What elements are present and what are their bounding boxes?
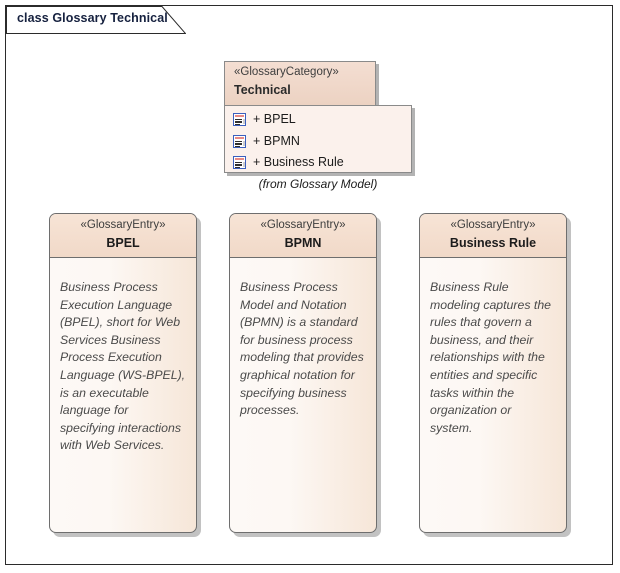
document-list-icon (233, 134, 246, 148)
class-box[interactable]: «GlossaryEntry» BPMN Business Process Mo… (229, 213, 377, 533)
package-body: + BPEL + BPMN + Business Rule (224, 105, 412, 173)
class-body: Business Process Model and Notation (BPM… (230, 258, 376, 430)
package-item-label: + BPMN (253, 134, 300, 148)
package-item-bpmn[interactable]: + BPMN (233, 130, 300, 152)
class-header: «GlossaryEntry» Business Rule (420, 214, 566, 258)
diagram-frame-tab: class Glossary Technical (6, 6, 186, 34)
class-description: Business Rule modeling captures the rule… (430, 280, 551, 435)
class-node-business-rule[interactable]: «GlossaryEntry» Business Rule Business R… (419, 213, 571, 537)
class-body: Business Rule modeling captures the rule… (420, 258, 566, 447)
package-header[interactable]: «GlossaryCategory» Technical (224, 61, 376, 106)
package-item-bpel[interactable]: + BPEL (233, 108, 296, 130)
package-name: Technical (234, 83, 291, 97)
class-body: Business Process Execution Language (BPE… (50, 258, 196, 465)
class-diagram-canvas: class Glossary Technical «GlossaryCatego… (5, 5, 613, 565)
package-stereotype: «GlossaryCategory» (234, 66, 339, 78)
class-box[interactable]: «GlossaryEntry» Business Rule Business R… (419, 213, 567, 533)
class-stereotype: «GlossaryEntry» (80, 219, 166, 231)
class-description: Business Process Execution Language (BPE… (60, 280, 186, 453)
class-name: BPEL (106, 236, 140, 250)
class-header: «GlossaryEntry» BPMN (230, 214, 376, 258)
class-name: BPMN (284, 236, 322, 250)
class-stereotype: «GlossaryEntry» (260, 219, 346, 231)
package-item-label: + BPEL (253, 112, 296, 126)
document-list-icon (233, 155, 246, 169)
class-name: Business Rule (449, 236, 537, 250)
package-item-label: + Business Rule (253, 155, 344, 169)
class-node-bpmn[interactable]: «GlossaryEntry» BPMN Business Process Mo… (229, 213, 381, 537)
diagram-title: class Glossary Technical (17, 11, 168, 25)
package-from-label: (from Glossary Model) (258, 177, 378, 191)
package-node-technical[interactable]: «GlossaryCategory» Technical + BPEL + BP… (224, 61, 415, 209)
class-node-bpel[interactable]: «GlossaryEntry» BPEL Business Process Ex… (49, 213, 201, 537)
class-description: Business Process Model and Notation (BPM… (240, 280, 364, 418)
class-box[interactable]: «GlossaryEntry» BPEL Business Process Ex… (49, 213, 197, 533)
class-header: «GlossaryEntry» BPEL (50, 214, 196, 258)
class-stereotype: «GlossaryEntry» (450, 219, 536, 231)
frame-tab-outline (6, 6, 186, 34)
package-item-business-rule[interactable]: + Business Rule (233, 151, 344, 173)
document-list-icon (233, 112, 246, 126)
